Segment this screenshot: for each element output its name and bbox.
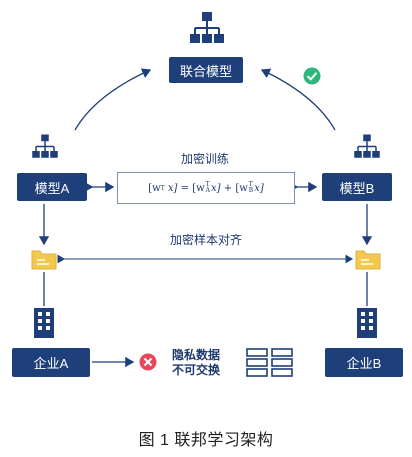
privacy-line1: 隐私数据 (172, 348, 221, 362)
hierarchy-icon (32, 134, 58, 158)
formula-lhs-open: [w (148, 182, 161, 194)
formula-b-t: T (248, 181, 253, 188)
model-a-box: 模型A (17, 173, 87, 201)
building-icon (357, 308, 377, 338)
folder-icon (355, 250, 381, 270)
privacy-line2: 不可交换 (172, 363, 221, 377)
formula-t-sup: T (160, 184, 165, 192)
privacy-label: 隐私数据 不可交换 (172, 348, 220, 378)
figure-caption: 图 1 联邦学习架构 (138, 432, 274, 449)
formula-a-x: x] (211, 182, 221, 194)
formula-b-open: [w (235, 182, 248, 194)
check-icon (303, 67, 321, 85)
building-icon (34, 308, 54, 338)
encrypted-training-label: 加密训练 (181, 152, 230, 166)
database-icon (246, 348, 293, 377)
enterprise-b-box: 企业B (325, 348, 403, 377)
formula-a-t: T (205, 181, 210, 188)
cross-icon (139, 353, 157, 371)
arrow-modela-to-joint (74, 68, 152, 131)
formula-a-open: [w (192, 182, 205, 194)
joint-model-box: 联合模型 (169, 57, 243, 83)
formula-b-sub: B (248, 187, 254, 194)
folder-icon (31, 250, 57, 270)
formula-plus: + (223, 182, 233, 194)
encrypted-sample-alignment-label: 加密样本对齐 (170, 233, 243, 247)
hierarchy-icon (354, 134, 380, 158)
formula-a-sub: A (205, 187, 211, 194)
arrow-modelb-to-joint (260, 68, 336, 131)
hierarchy-icon (190, 12, 224, 43)
enterprise-a-box: 企业A (12, 348, 90, 377)
model-b-box: 模型B (322, 173, 392, 201)
formula-eq: = (180, 182, 190, 194)
formula-lhs-x: x] (167, 182, 178, 194)
formula-b-x: x] (254, 182, 264, 194)
